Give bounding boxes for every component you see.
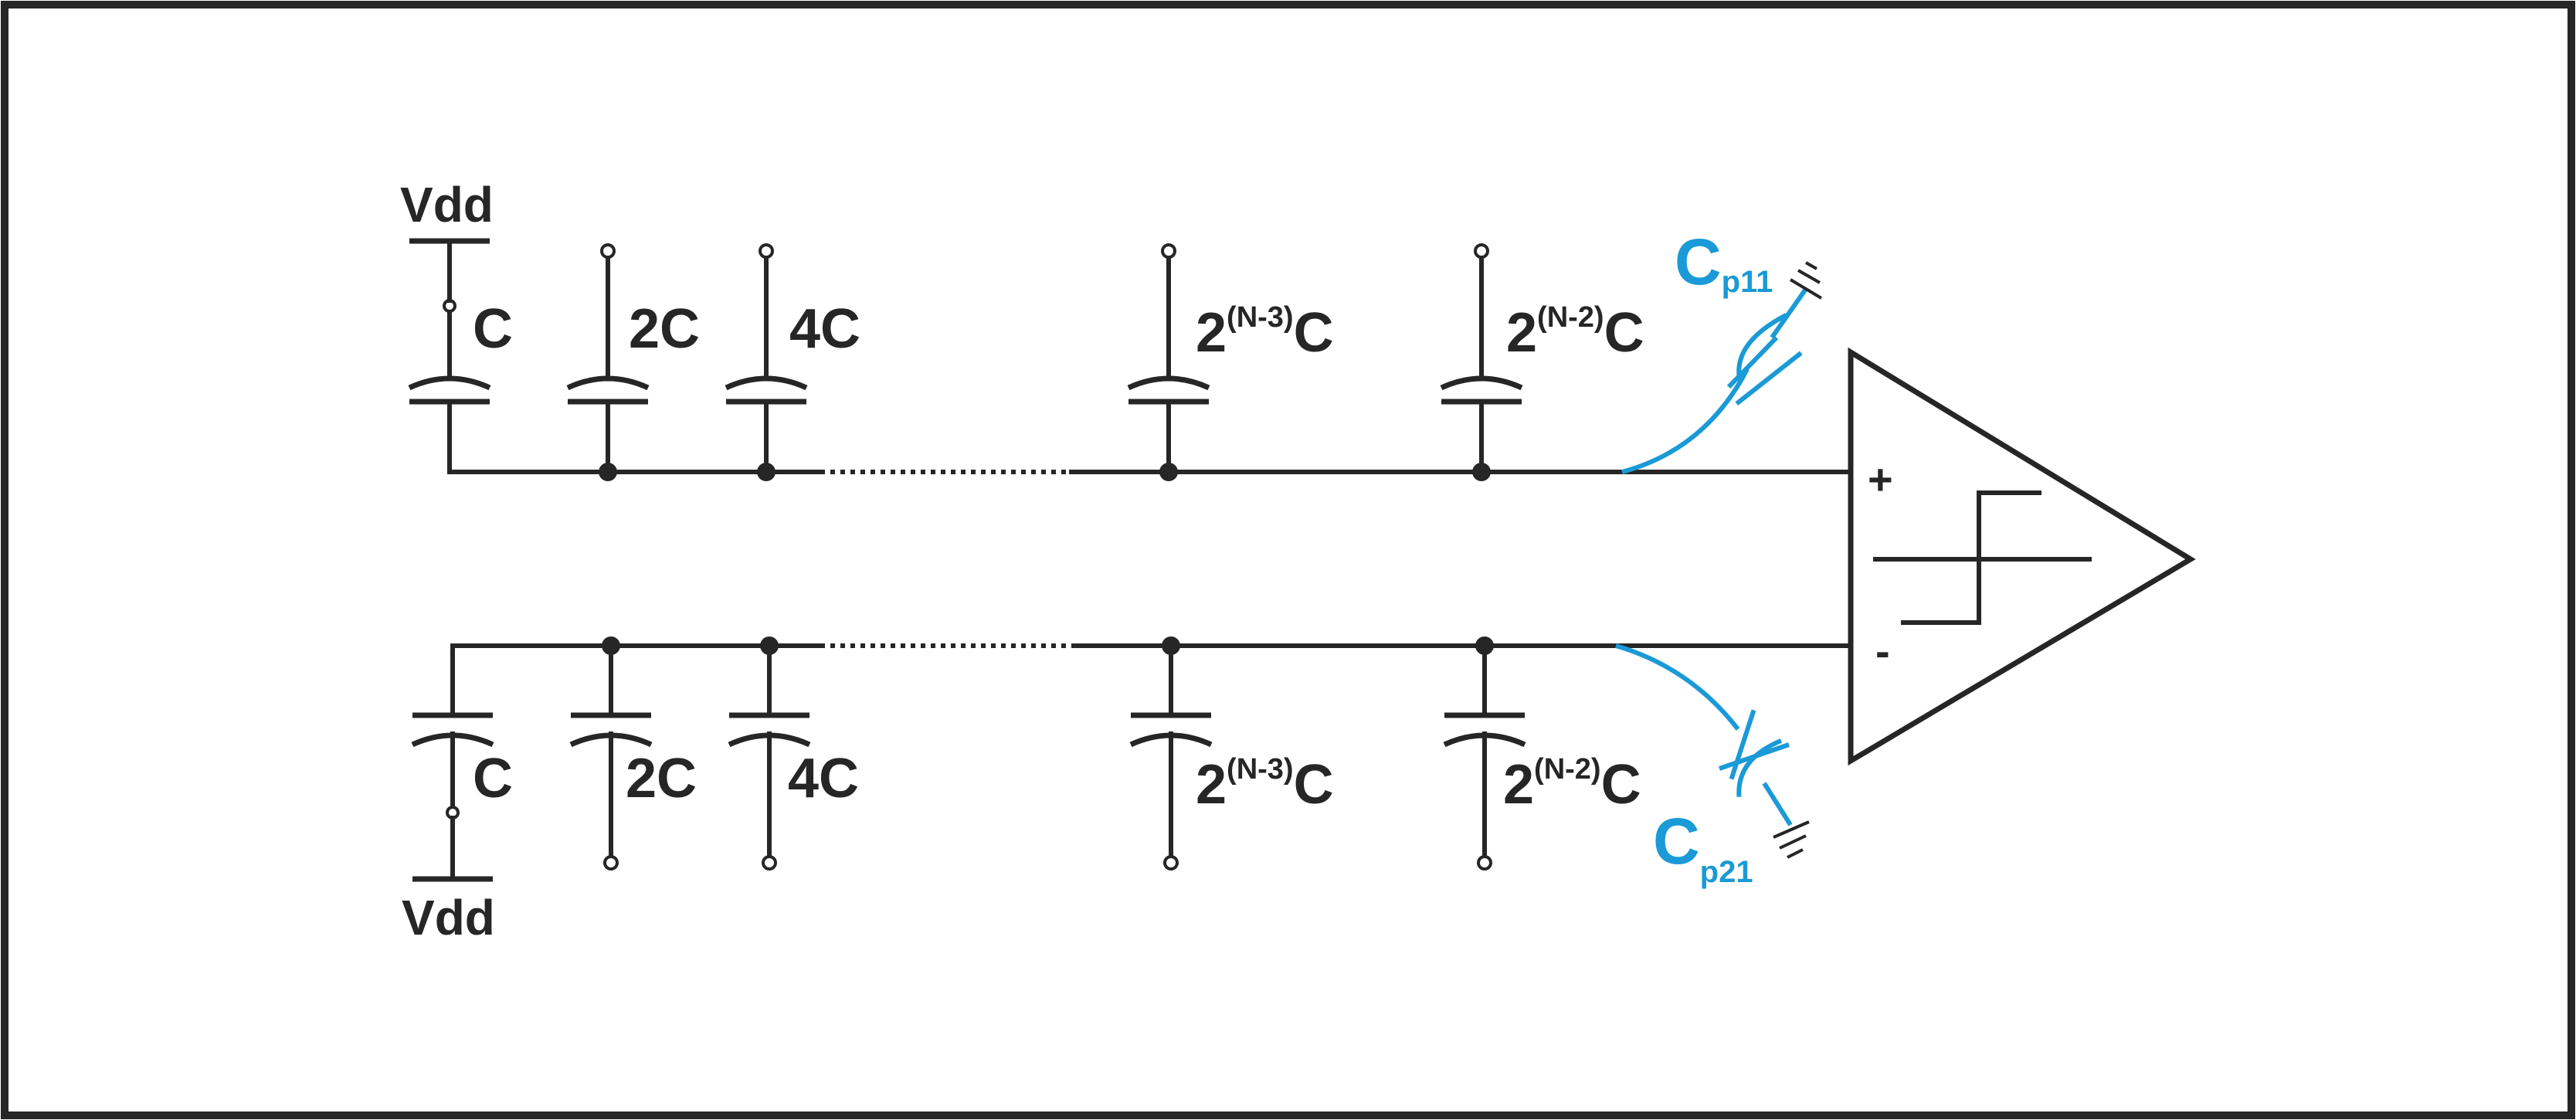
- top-cap-4c: [725, 243, 808, 481]
- comparator-plus-label: +: [1868, 455, 1893, 504]
- top-cap-label-2n2c: 2(N-2)C: [1506, 301, 1644, 364]
- comparator: + -: [1848, 347, 2196, 766]
- top-cap-label-2c: 2C: [629, 298, 700, 360]
- top-cap-2n2c: [1440, 243, 1523, 481]
- top-vdd-label: Vdd: [400, 177, 494, 232]
- top-capacitor-array: [408, 238, 1852, 481]
- bottom-cap-label-2c: 2C: [626, 748, 697, 809]
- parasitic-cp21: [1615, 643, 1810, 859]
- bottom-cap-label-4c: 4C: [788, 748, 859, 809]
- bottom-cap-2n2c: [1443, 636, 1526, 871]
- bottom-cap-4c: [728, 636, 811, 871]
- bottom-cap-c: [411, 643, 494, 882]
- top-cap-c: [408, 238, 491, 474]
- top-cap-label-c: C: [473, 298, 513, 360]
- parasitic-cp11: [1621, 261, 1823, 474]
- top-cap-label-2n3c: 2(N-3)C: [1196, 301, 1334, 364]
- ground-icon: [1789, 261, 1823, 300]
- comparator-minus-label: -: [1875, 626, 1890, 675]
- comparator-body: [1848, 347, 2196, 766]
- bottom-capacitor-array: [411, 636, 1852, 882]
- cp11-label: Cp11: [1675, 226, 1773, 299]
- bottom-cap-label-2n2c: 2(N-2)C: [1503, 753, 1641, 816]
- hysteresis-icon: [1873, 490, 2092, 625]
- top-cap-2n3c: [1127, 243, 1210, 481]
- bottom-vdd-label: Vdd: [402, 890, 495, 945]
- bottom-cap-2n3c: [1129, 636, 1213, 871]
- cp21-label: Cp21: [1653, 805, 1753, 889]
- ground-icon: [1773, 820, 1810, 859]
- top-cap-2c: [566, 243, 650, 481]
- top-cap-label-4c: 4C: [789, 298, 860, 360]
- bottom-cap-2c: [569, 636, 653, 871]
- bottom-cap-label-2n3c: 2(N-3)C: [1196, 753, 1334, 816]
- bottom-cap-label-c: C: [473, 748, 513, 809]
